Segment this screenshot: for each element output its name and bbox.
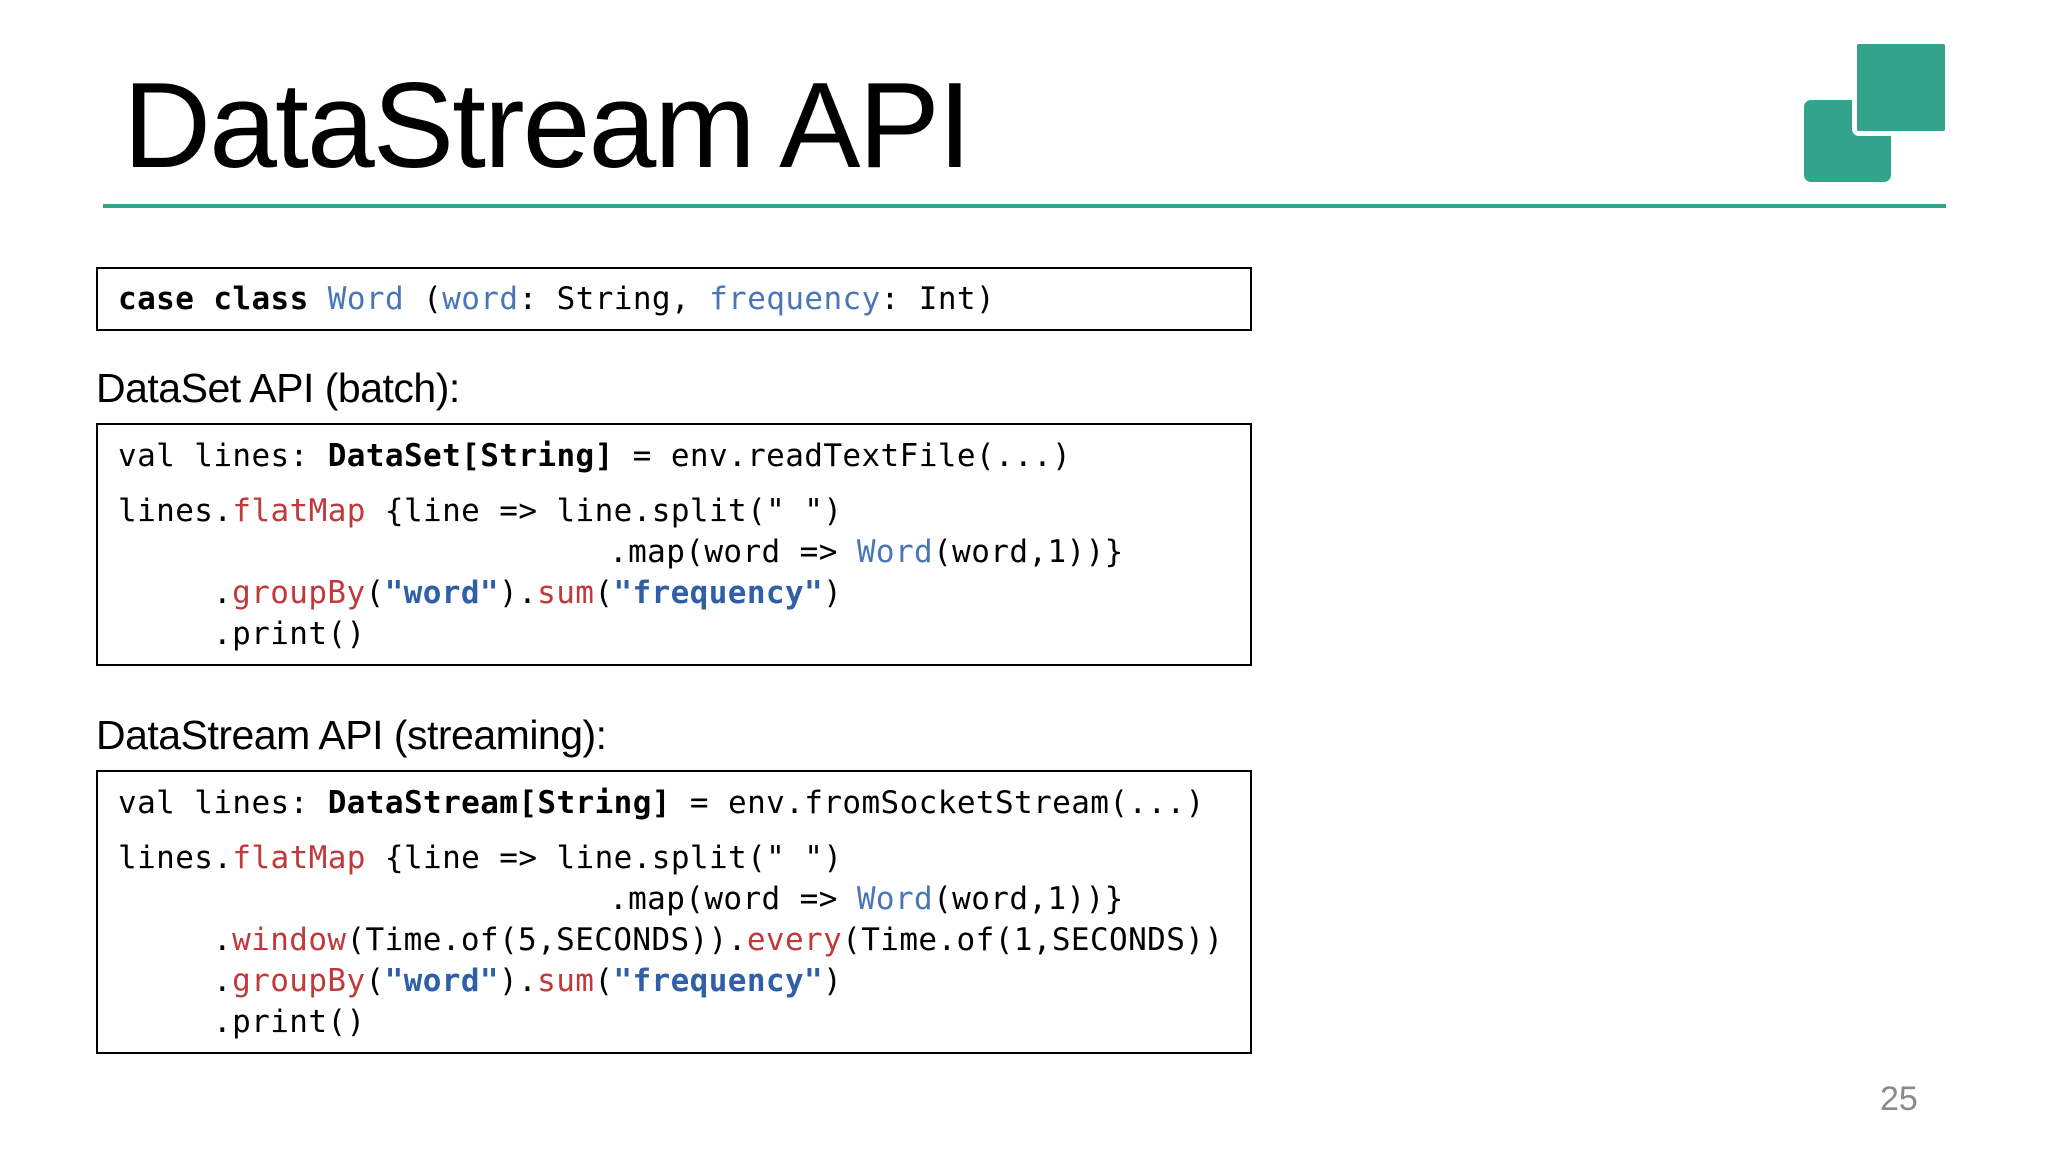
code-text: {line => line.split(" ") (365, 493, 843, 529)
code-text: ). (499, 575, 538, 611)
code-text: (Time.of(5,SECONDS)). (346, 922, 747, 958)
code-type: DataSet[String] (327, 438, 614, 474)
code-line: .print() (213, 614, 366, 654)
slide-title: DataStream API (123, 57, 972, 193)
code-text: (word,1))} (933, 881, 1124, 917)
code-text: .print() (213, 1004, 366, 1040)
code-line: lines.flatMap {line => line.split(" ") (118, 491, 842, 531)
code-string: "word" (384, 575, 499, 611)
code-text: . (213, 963, 233, 999)
case-class-code-box: case class Word (word: String, frequency… (96, 267, 1252, 331)
page-number: 25 (1880, 1080, 1918, 1118)
code-string: "frequency" (613, 575, 824, 611)
code-text: = env.readTextFile(...) (613, 438, 1072, 474)
code-line: .map(word => Word(word,1))} (609, 879, 1124, 919)
code-string: "frequency" (613, 963, 824, 999)
code-text: (Time.of(1,SECONDS)) (842, 922, 1224, 958)
code-function: flatMap (232, 840, 366, 876)
code-text: ( (365, 575, 385, 611)
code-param: frequency (709, 281, 881, 317)
dataset-code-box: val lines: DataSet[String] = env.readTex… (96, 423, 1252, 666)
code-function: groupBy (232, 963, 366, 999)
code-text: : Int) (880, 281, 996, 317)
code-text: . (213, 575, 233, 611)
code-type: DataStream[String] (327, 785, 671, 821)
code-keyword: class (213, 281, 309, 317)
code-text: (word,1))} (933, 534, 1124, 570)
code-function: sum (537, 575, 595, 611)
code-param: word (442, 281, 519, 317)
code-line: case class Word (word: String, frequency… (118, 279, 995, 319)
code-function: flatMap (232, 493, 366, 529)
code-text: val lines: (118, 785, 328, 821)
code-text: : String, (518, 281, 710, 317)
code-text: = env.fromSocketStream(...) (670, 785, 1205, 821)
code-text: lines. (118, 840, 233, 876)
code-function: window (232, 922, 347, 958)
datastream-heading: DataStream API (streaming): (96, 712, 607, 758)
code-line: .groupBy("word").sum("frequency") (213, 961, 842, 1001)
datastream-code-box: val lines: DataStream[String] = env.from… (96, 770, 1252, 1054)
code-function: groupBy (232, 575, 366, 611)
code-text: {line => line.split(" ") (365, 840, 843, 876)
code-text: ). (499, 963, 538, 999)
code-text: ( (423, 281, 443, 317)
code-text: .map(word => (609, 881, 857, 917)
code-text: ) (823, 575, 843, 611)
logo-squares-icon (1804, 39, 1950, 182)
code-line: .groupBy("word").sum("frequency") (213, 573, 842, 613)
code-line: val lines: DataStream[String] = env.from… (118, 783, 1205, 823)
code-line: val lines: DataSet[String] = env.readTex… (118, 436, 1071, 476)
dataset-heading: DataSet API (batch): (96, 365, 460, 411)
code-text: .print() (213, 616, 366, 652)
code-text: ( (594, 963, 614, 999)
code-text: . (213, 922, 233, 958)
code-text: lines. (118, 493, 233, 529)
code-type-name: Word (856, 534, 934, 570)
code-text: val lines: (118, 438, 328, 474)
code-function: sum (537, 963, 595, 999)
code-line: .map(word => Word(word,1))} (609, 532, 1124, 572)
code-text: ) (823, 963, 843, 999)
code-text: ( (594, 575, 614, 611)
title-underline (103, 204, 1946, 208)
code-keyword: case (118, 281, 195, 317)
code-function: every (746, 922, 843, 958)
code-line: .window(Time.of(5,SECONDS)).every(Time.o… (213, 920, 1223, 960)
code-type-name: Word (856, 881, 934, 917)
code-string: "word" (384, 963, 499, 999)
code-line: .print() (213, 1002, 366, 1042)
code-text: ( (365, 963, 385, 999)
code-text: .map(word => (609, 534, 857, 570)
logo-square-front (1852, 39, 1950, 136)
code-line: lines.flatMap {line => line.split(" ") (118, 838, 842, 878)
code-type-name: Word (327, 281, 405, 317)
